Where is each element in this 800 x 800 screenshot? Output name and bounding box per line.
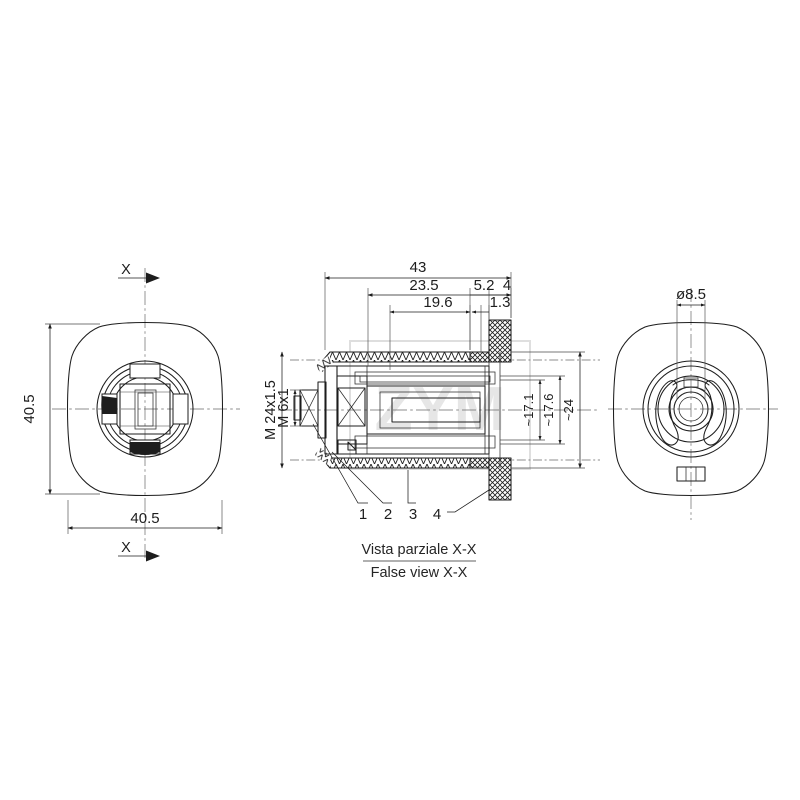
- core-section-block: [337, 387, 366, 427]
- right-view-ring-outer2: [647, 365, 735, 453]
- caption-italian: Vista parziale X-X: [362, 542, 477, 558]
- right-view-key-notch: [683, 377, 699, 388]
- dim-diameter-value: ø8.5: [676, 286, 706, 303]
- section-marker-top: X: [118, 262, 160, 284]
- dim-24: ~24: [511, 351, 585, 469]
- dim-1-3: 1.3: [471, 294, 511, 352]
- center-section-view: 43 23.5 5.2 4 19.6: [263, 259, 600, 581]
- section-arrow-bottom: [146, 550, 160, 562]
- left-view-notch-right: [172, 393, 189, 425]
- dim-5-2-value: 5.2: [474, 277, 495, 294]
- dim-19-6: 19.6: [389, 294, 471, 370]
- dim-17-1: ~17.1: [500, 379, 545, 441]
- section-label-bottom: X: [121, 540, 131, 556]
- dim-m24-value: M 24x1.5: [263, 380, 279, 440]
- leader-1-label: 1: [359, 506, 367, 523]
- dim-17-6: ~17.6: [500, 375, 565, 445]
- dim-17-1-value: ~17.1: [521, 394, 536, 427]
- leader-2-label: 2: [384, 506, 392, 523]
- left-view-keyway: [134, 389, 157, 430]
- right-view-body-outline: [613, 321, 769, 497]
- leader-4-label: 4: [433, 506, 441, 523]
- dim-m6-value: M 6x1: [276, 388, 292, 428]
- left-front-view: X X 40.5 40.5: [21, 262, 240, 562]
- body-internal-structure: [336, 352, 501, 468]
- caption-english: False view X-X: [371, 565, 468, 581]
- barrel-thread-bottom: [330, 458, 500, 468]
- right-view-ring-mid: [657, 375, 725, 443]
- barrel-thread-left-top: [315, 355, 334, 373]
- section-label-top: X: [121, 262, 131, 278]
- right-rear-view: ø8.5: [608, 286, 778, 520]
- dim-1-3-value: 1.3: [490, 294, 511, 311]
- right-view-lobe-top: [672, 379, 710, 386]
- left-view-height-dimension: 40.5: [21, 323, 100, 495]
- dim-19-6-value: 19.6: [423, 294, 452, 311]
- detent-block: [337, 439, 357, 455]
- barrel-thread-top: [330, 352, 500, 362]
- left-view-keyway-inner: [137, 392, 154, 427]
- right-view-ring-outer: [642, 360, 740, 458]
- right-view-hub: [673, 391, 709, 427]
- left-view-width-dimension: 40.5: [67, 500, 223, 534]
- right-view-bore: [678, 396, 704, 422]
- dim-43-value: 43: [410, 259, 427, 276]
- dim-diameter-8-5: ø8.5: [676, 286, 706, 400]
- section-marker-bottom: X: [118, 540, 160, 562]
- left-view-notch-top: [129, 363, 161, 379]
- spindle-end: [293, 365, 366, 455]
- leader-lines: 1 2 3 4: [312, 423, 490, 523]
- right-view-lobe-left: [655, 380, 679, 446]
- leader-3-label: 3: [409, 506, 417, 523]
- dim-17-6-value: ~17.6: [541, 394, 556, 427]
- dim-m24: M 24x1.5: [263, 351, 284, 469]
- upper-channel: [354, 371, 496, 385]
- detent-arrow: [347, 441, 357, 451]
- dim-43: 43: [324, 259, 512, 350]
- lower-channel: [354, 435, 496, 449]
- left-view-ring-outer: [96, 360, 194, 458]
- dim-m6: M 6x1: [276, 388, 302, 428]
- flange: [469, 319, 512, 501]
- right-view-lobe-right: [703, 380, 727, 446]
- keyway-slot: [391, 397, 481, 423]
- left-view-shadow-left: [101, 396, 117, 414]
- dim-23-5-value: 23.5: [409, 277, 438, 294]
- spindle-thread-section: [299, 389, 319, 427]
- dim-24-value: ~24: [561, 399, 576, 421]
- left-view-body-outline: [67, 321, 223, 497]
- view-caption: Vista parziale X-X False view X-X: [362, 542, 477, 581]
- left-view-width-value: 40.5: [130, 510, 159, 527]
- right-view-bottom-tab: [676, 466, 706, 482]
- upper-channel-inner: [359, 375, 491, 383]
- left-view-shadow-bottom: [130, 442, 160, 455]
- section-arrow-top: [146, 272, 160, 284]
- left-view-height-value: 40.5: [21, 394, 38, 423]
- spindle-collar: [324, 365, 338, 455]
- barrel-thread-left-bottom: [314, 447, 333, 465]
- dim-4-value: 4: [503, 277, 511, 294]
- left-view-plug-square: [119, 383, 171, 435]
